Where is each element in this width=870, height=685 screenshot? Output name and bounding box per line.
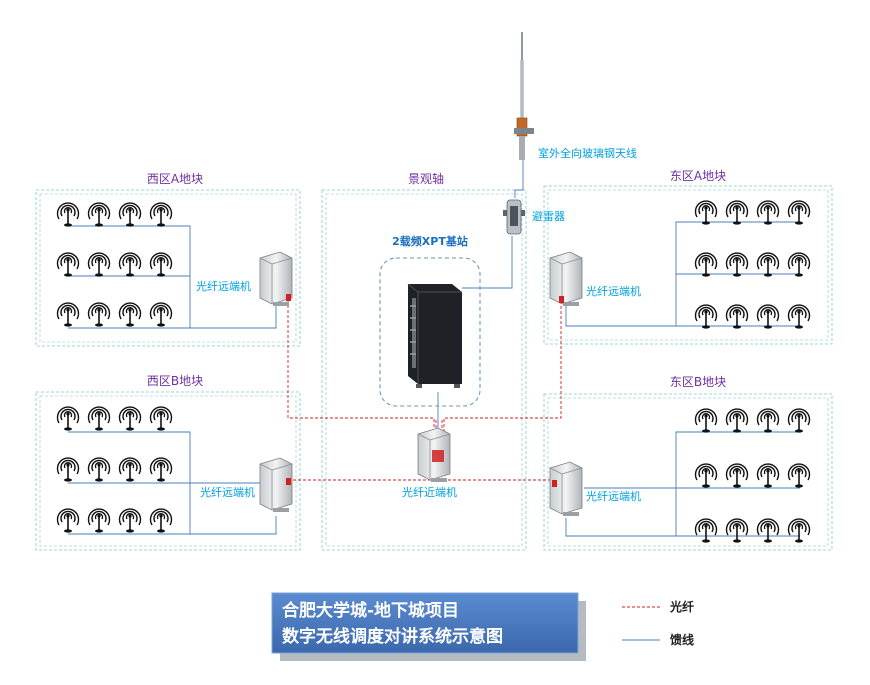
remote-label-east-a: 光纤远端机 <box>586 284 641 298</box>
remote-label-east-b: 光纤远端机 <box>586 489 641 503</box>
antenna-icon <box>118 252 142 278</box>
zone-center <box>321 189 527 551</box>
antenna-icon <box>787 252 811 278</box>
arrester-label: 避雷器 <box>532 209 565 223</box>
antenna-icon <box>149 508 173 534</box>
antenna-icon <box>118 457 142 483</box>
zone-east-a <box>543 185 833 345</box>
title-line-2: 数字无线调度对讲系统示意图 <box>282 626 503 647</box>
antenna-icon <box>694 252 718 278</box>
antenna-icon <box>149 202 173 228</box>
antenna-icon <box>56 508 80 534</box>
zone-west-b <box>35 391 301 551</box>
zone-label-west-a: 西区A地块 <box>147 172 203 186</box>
antenna-icon <box>787 463 811 489</box>
antenna-icon <box>725 463 749 489</box>
remote-unit-east-a <box>549 251 583 307</box>
antenna-icon <box>149 252 173 278</box>
antenna-icon <box>787 518 811 544</box>
antenna-icon <box>118 302 142 328</box>
antenna-icon <box>694 463 718 489</box>
cabinet-icon <box>407 283 462 388</box>
antenna-icon <box>149 302 173 328</box>
antenna-icon <box>694 518 718 544</box>
base-station-group <box>379 257 481 407</box>
antenna-icon <box>87 457 111 483</box>
antenna-icon <box>756 408 780 434</box>
antenna-icon <box>87 252 111 278</box>
antenna-icon <box>725 200 749 226</box>
antenna-icon <box>694 200 718 226</box>
antenna-icon <box>87 508 111 534</box>
antenna-icon <box>118 202 142 228</box>
antenna-icon <box>118 508 142 534</box>
near-end-label: 光纤近端机 <box>402 485 457 499</box>
antenna-icon <box>56 202 80 228</box>
antenna-icon <box>725 408 749 434</box>
zone-label-east-a: 东区A地块 <box>670 169 726 183</box>
antenna-icon <box>694 408 718 434</box>
antenna-icon <box>56 457 80 483</box>
zone-label-east-b: 东区B地块 <box>670 375 726 389</box>
antenna-icon <box>87 202 111 228</box>
legend: 光纤 馈线 <box>622 599 694 647</box>
antenna-icon <box>787 200 811 226</box>
antenna-icon <box>787 408 811 434</box>
zone-east-b <box>543 393 833 551</box>
antenna-icon <box>694 304 718 330</box>
antenna-icon <box>725 252 749 278</box>
legend-fiber-label: 光纤 <box>669 599 694 614</box>
antenna-icon <box>56 252 80 278</box>
remote-unit-west-a <box>259 251 293 307</box>
near-end-unit <box>417 427 451 483</box>
antenna-icon <box>756 463 780 489</box>
antenna-icon <box>87 302 111 328</box>
antenna-icon <box>118 406 142 432</box>
antenna-label: 室外全向玻璃钢天线 <box>538 146 637 160</box>
legend-feeder-label: 馈线 <box>670 632 694 647</box>
antenna-icon <box>87 406 111 432</box>
antenna-icon <box>756 518 780 544</box>
title-block: 合肥大学城-地下城项目 数字无线调度对讲系统示意图 <box>271 592 586 661</box>
remote-unit-west-b <box>259 457 293 513</box>
remote-label-west-b: 光纤远端机 <box>200 485 255 499</box>
zone-west-a <box>35 189 301 347</box>
arrester-icon <box>503 199 525 235</box>
antenna-icon <box>725 518 749 544</box>
remote-unit-east-b <box>549 461 583 517</box>
antenna-icon <box>725 304 749 330</box>
zone-label-center: 景观轴 <box>408 171 444 186</box>
antenna-icon <box>756 304 780 330</box>
antenna-icon <box>56 302 80 328</box>
antenna-icon <box>756 252 780 278</box>
antenna-icon <box>56 406 80 432</box>
title-line-1: 合肥大学城-地下城项目 <box>282 600 459 621</box>
antenna-icon <box>787 304 811 330</box>
outdoor-antenna-icon <box>514 32 534 160</box>
antenna-icon <box>149 457 173 483</box>
antenna-icon <box>756 200 780 226</box>
remote-label-west-a: 光纤远端机 <box>196 279 251 293</box>
base-station-label: 2载频XPT基站 <box>392 234 468 248</box>
antenna-icon <box>149 406 173 432</box>
zone-label-west-b: 西区B地块 <box>147 374 203 388</box>
